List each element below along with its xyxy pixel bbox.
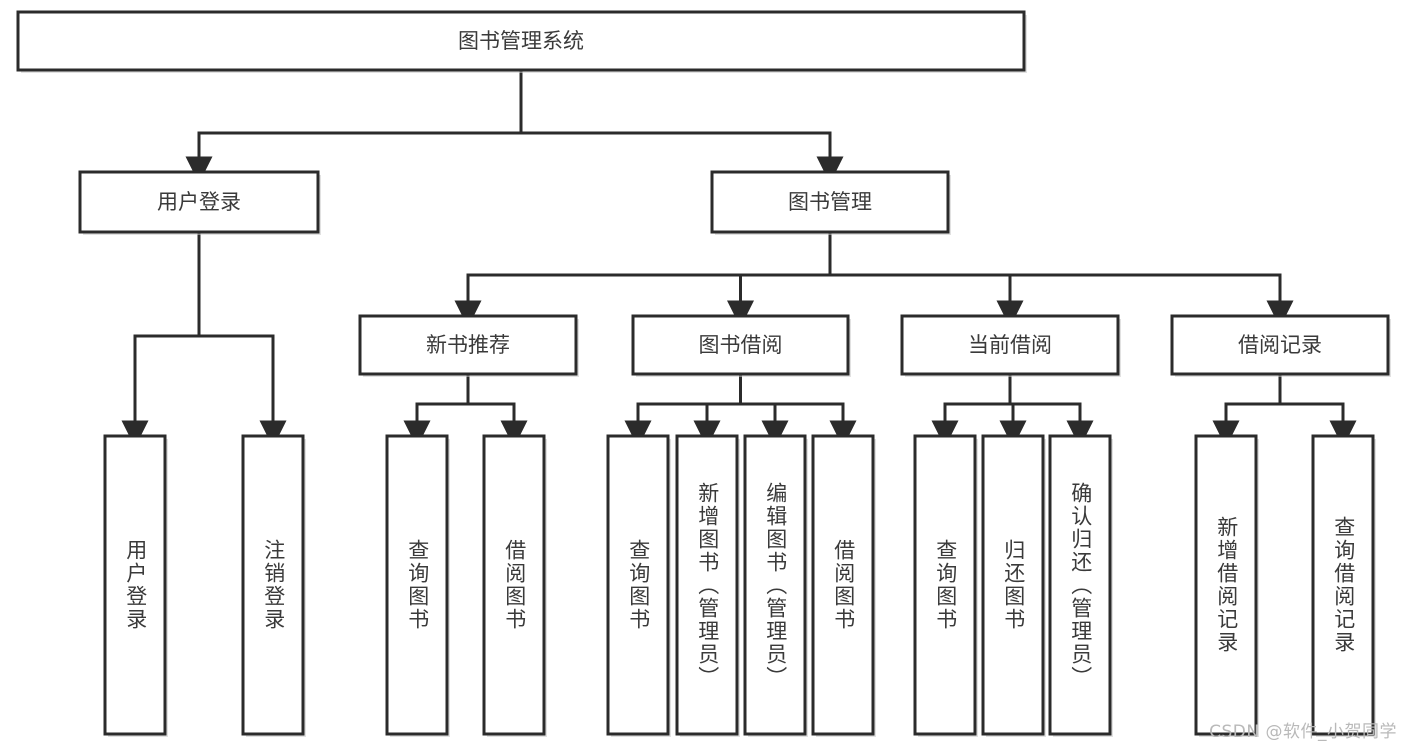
boxes-layer bbox=[16, 10, 1391, 737]
node-label-book-borrow: 图书借阅 bbox=[699, 333, 783, 357]
node-leaf-edit-book-admin[interactable] bbox=[743, 434, 808, 737]
node-leaf-add-book-admin[interactable] bbox=[675, 434, 740, 737]
node-current-borrow[interactable] bbox=[900, 314, 1121, 377]
node-leaf-return-book[interactable] bbox=[981, 434, 1046, 737]
node-book-manage[interactable] bbox=[710, 170, 951, 235]
node-leaf-query-book-current[interactable] bbox=[913, 434, 978, 737]
node-label-current-borrow: 当前借阅 bbox=[968, 333, 1052, 357]
node-label-root: 图书管理系统 bbox=[458, 29, 584, 53]
node-label-new-book-recommend: 新书推荐 bbox=[426, 333, 510, 357]
node-leaf-borrow-book-recommend[interactable] bbox=[482, 434, 547, 737]
node-leaf-borrow-book[interactable] bbox=[811, 434, 876, 737]
node-leaf-query-borrow-record[interactable] bbox=[1311, 434, 1376, 737]
node-label-book-manage: 图书管理 bbox=[788, 190, 872, 214]
node-leaf-query-book-recommend[interactable] bbox=[385, 434, 450, 737]
node-leaf-logout[interactable] bbox=[241, 434, 306, 737]
node-label-user-login: 用户登录 bbox=[157, 190, 241, 214]
node-root[interactable] bbox=[16, 10, 1027, 73]
node-leaf-user-login[interactable] bbox=[103, 434, 168, 737]
node-leaf-confirm-return-admin[interactable] bbox=[1048, 434, 1113, 737]
node-borrow-record[interactable] bbox=[1170, 314, 1391, 377]
node-book-borrow[interactable] bbox=[631, 314, 851, 377]
node-user-login[interactable] bbox=[78, 170, 321, 235]
edges-layer bbox=[121, 68, 1357, 448]
node-leaf-query-book-borrow[interactable] bbox=[606, 434, 671, 737]
node-new-book-recommend[interactable] bbox=[358, 314, 579, 377]
csdn-watermark: CSDN @软件_小贺同学 bbox=[1209, 722, 1397, 742]
node-leaf-add-borrow-record[interactable] bbox=[1194, 434, 1259, 737]
node-label-borrow-record: 借阅记录 bbox=[1238, 333, 1322, 357]
